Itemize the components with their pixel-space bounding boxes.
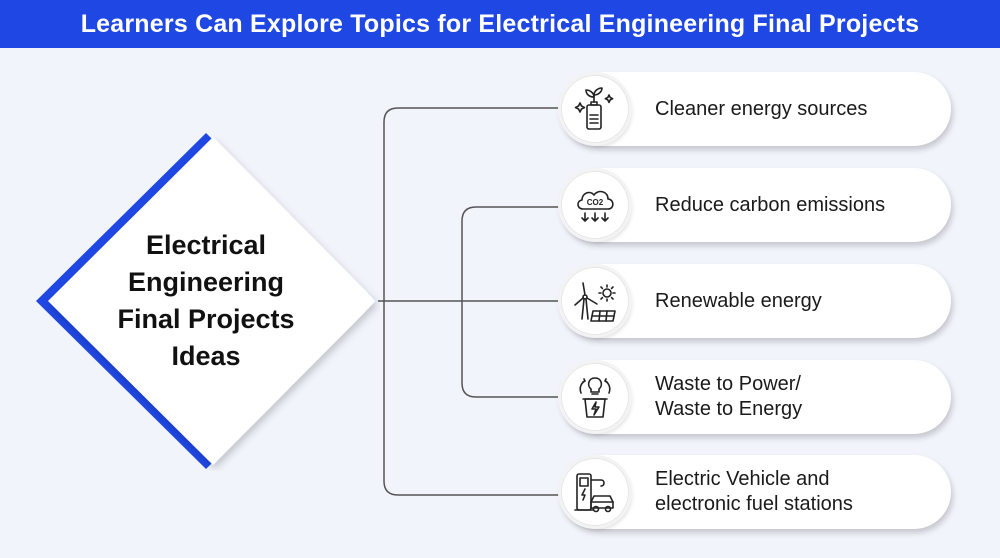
- topic-cleaner-energy: Cleaner energy sources: [559, 72, 951, 146]
- topic-waste-to-power: Waste to Power/ Waste to Energy: [559, 360, 951, 434]
- topic-reduce-carbon: CO2 Reduce carbon emissions: [559, 168, 951, 242]
- topic-label: Cleaner energy sources: [655, 97, 868, 120]
- svg-text:CO2: CO2: [587, 198, 604, 207]
- wind-solar-icon: [561, 267, 629, 335]
- topic-label: Renewable energy: [655, 289, 822, 312]
- topic-label: Waste to Power/ Waste to Energy: [655, 373, 803, 420]
- topic-renewable-energy: Renewable energy: [559, 264, 951, 338]
- co2-cloud-icon: CO2: [561, 171, 629, 239]
- waste-to-power-icon: [561, 363, 629, 431]
- topic-label: Electric Vehicle and electronic fuel sta…: [655, 468, 853, 515]
- topic-electric-vehicle: Electric Vehicle and electronic fuel sta…: [559, 455, 951, 529]
- central-topic-label: Electrical Engineering Final Projects Id…: [117, 230, 295, 371]
- page-title: Learners Can Explore Topics for Electric…: [0, 0, 1000, 48]
- central-topic-diamond: Electrical Engineering Final Projects Id…: [36, 131, 380, 471]
- energy-plant-battery-icon: [561, 75, 629, 143]
- topic-label: Reduce carbon emissions: [655, 193, 886, 216]
- ev-charging-station-icon: [561, 458, 629, 526]
